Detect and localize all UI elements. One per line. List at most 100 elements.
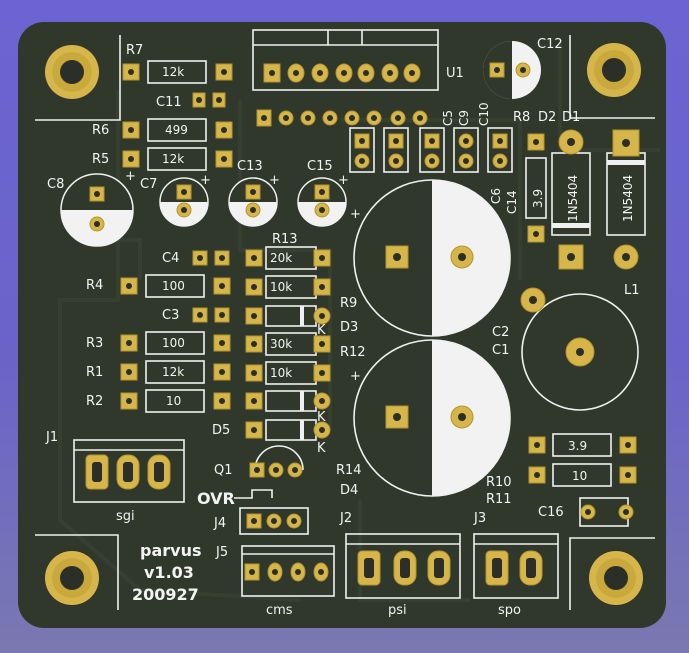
- u1-pin: [344, 110, 360, 126]
- value-r14: 10k: [270, 366, 292, 380]
- r7-resistor: [122, 60, 233, 84]
- label-r3: R3: [86, 336, 103, 351]
- r2-resistor: [120, 389, 231, 413]
- label-j4: J4: [213, 516, 226, 531]
- label-c3: C3: [162, 308, 179, 323]
- value-r5: 12k: [162, 152, 184, 166]
- label-c1: C1: [492, 343, 509, 358]
- svg-text:+: +: [350, 369, 361, 384]
- value-r12: 30k: [270, 337, 292, 351]
- d2-diode: [551, 129, 591, 270]
- label-cms: cms: [266, 603, 293, 618]
- u1-pin: [256, 109, 272, 127]
- small-capacitor: [419, 127, 445, 173]
- u1-pin: [381, 63, 399, 83]
- c11: [192, 92, 226, 108]
- value-r4: 100: [162, 279, 185, 293]
- value-r3: 100: [162, 336, 185, 350]
- value-r6: 499: [165, 123, 188, 137]
- u1-pin: [278, 110, 294, 126]
- label-k3: K: [317, 441, 326, 456]
- r4-resistor: [120, 274, 231, 298]
- u1-pin: [412, 110, 428, 126]
- r13-resistor: [245, 246, 331, 270]
- j5-connector: [241, 545, 335, 597]
- label-c10: C10: [477, 102, 491, 126]
- label-r4: R4: [86, 278, 103, 293]
- label-c2: C2: [492, 325, 509, 340]
- j2-connector: [345, 533, 461, 599]
- c2-capacitor: +: [350, 179, 511, 337]
- u1-pin: [300, 110, 316, 126]
- label-c4: C4: [162, 251, 179, 266]
- label-c15: C15: [307, 159, 333, 174]
- label-l1: L1: [624, 283, 640, 298]
- label-q1: Q1: [214, 463, 233, 478]
- d5-diode: [245, 390, 331, 412]
- label-d4: D4: [340, 483, 358, 498]
- silkscreen-labels: R7 C11 R6 R5 C8 C7 C13 C15 C12 U1 R8 D2 …: [45, 37, 640, 618]
- label-r13: R13: [272, 232, 298, 247]
- mounting-hole-br: [589, 551, 643, 605]
- c3: [192, 307, 230, 323]
- c4: [192, 250, 230, 266]
- label-c13: C13: [237, 159, 263, 174]
- small-capacitor: [453, 127, 479, 173]
- label-r7: R7: [126, 43, 143, 58]
- d1-diode: [606, 129, 646, 270]
- l1-inductor: [520, 287, 639, 411]
- j4-header: [239, 507, 309, 535]
- value-r10: 3.9: [568, 439, 587, 453]
- r9-resistor: [245, 275, 331, 299]
- value-r7: 12k: [162, 65, 184, 79]
- u1-pin: [322, 110, 338, 126]
- c16: [579, 497, 634, 527]
- label-r6: R6: [92, 123, 109, 138]
- svg-text:+: +: [350, 207, 361, 222]
- value-r13: 20k: [270, 251, 292, 265]
- label-d1: D1: [562, 110, 580, 125]
- svg-text:+: +: [125, 169, 136, 184]
- label-c16: C16: [538, 505, 564, 520]
- small-capacitor: [383, 127, 409, 173]
- label-j2: J2: [339, 511, 352, 526]
- label-k2: K: [317, 410, 326, 425]
- r12-resistor: [245, 332, 331, 356]
- u1-pin: [403, 63, 421, 83]
- label-j5: J5: [215, 545, 228, 560]
- mounting-hole-bl: [45, 551, 99, 605]
- value-d1: 1N5404: [621, 175, 635, 222]
- label-r11: R11: [486, 492, 512, 507]
- r5-resistor: [122, 147, 233, 171]
- mounting-hole-tr: [587, 43, 641, 97]
- label-c9: C9: [457, 110, 471, 126]
- label-u1: U1: [446, 66, 464, 81]
- label-j3: J3: [473, 511, 486, 526]
- label-c5: C5: [441, 110, 455, 126]
- label-j1: J1: [45, 430, 58, 445]
- j1-connector: [73, 439, 185, 503]
- r14-resistor: [245, 361, 331, 385]
- label-c8: C8: [47, 177, 64, 192]
- d3-diode: [245, 305, 331, 327]
- value-r1: 12k: [162, 365, 184, 379]
- board-version: v1.03: [144, 563, 194, 582]
- label-r5: R5: [92, 152, 109, 167]
- value-r11: 10: [572, 469, 587, 483]
- label-r10: R10: [486, 475, 512, 490]
- label-ovr: OVR: [197, 489, 235, 508]
- value-r8: 3.9: [531, 189, 545, 208]
- c15-capacitor: +: [297, 173, 349, 227]
- label-d2: D2: [538, 110, 556, 125]
- label-psi: psi: [388, 603, 407, 618]
- c7-capacitor: +: [159, 173, 211, 227]
- label-d5: D5: [212, 423, 230, 438]
- small-capacitor: [487, 127, 513, 173]
- u1-bottom-pins: [256, 109, 428, 127]
- label-spo: spo: [498, 603, 521, 618]
- label-r9: R9: [340, 296, 357, 311]
- c1-capacitor: +: [350, 339, 511, 497]
- r3-resistor: [120, 331, 231, 355]
